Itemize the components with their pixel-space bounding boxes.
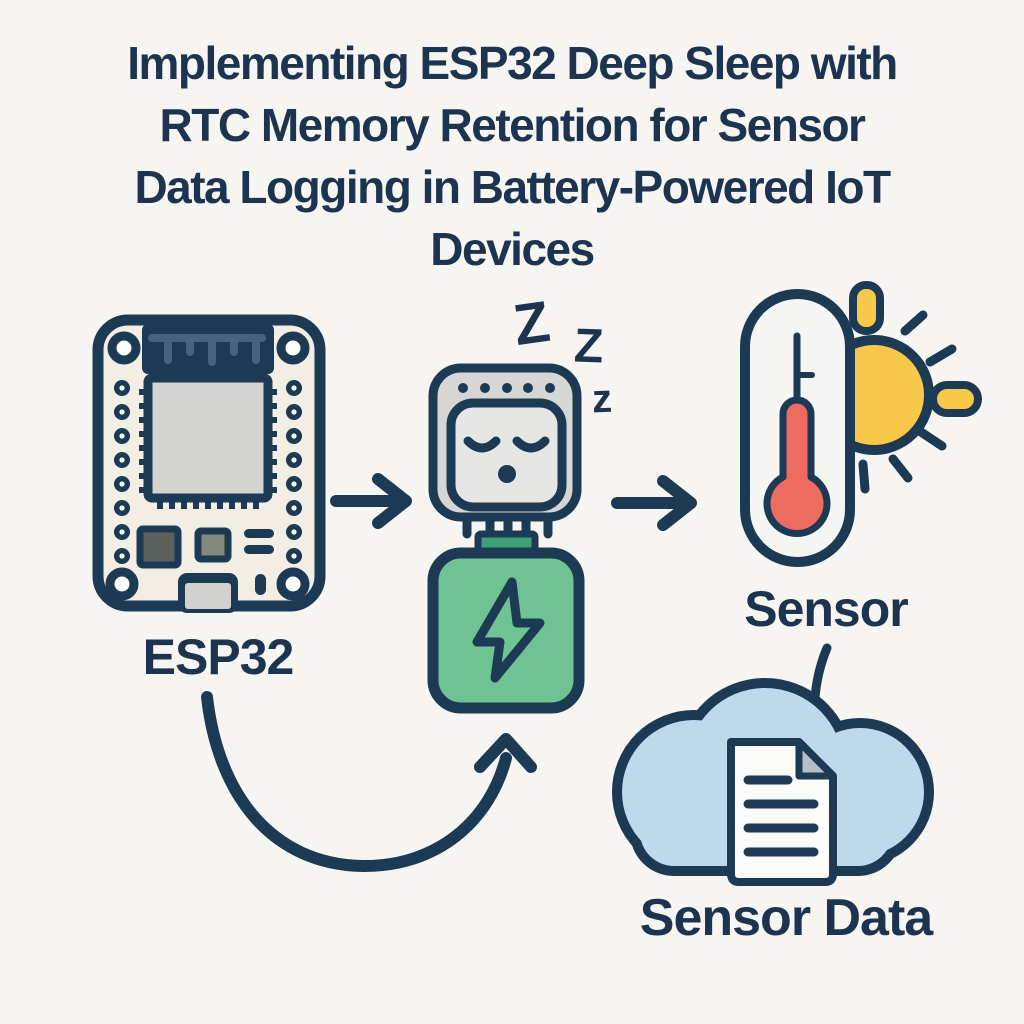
resistor-1 xyxy=(244,529,274,538)
pin-hole-centers xyxy=(119,385,297,559)
connector-line xyxy=(810,643,832,703)
resistor-2 xyxy=(244,545,274,554)
antenna-trace xyxy=(148,334,266,366)
thermometer-icon xyxy=(740,289,855,567)
chip-dots xyxy=(458,383,555,393)
document-icon xyxy=(727,738,837,886)
lightning-bolt-icon xyxy=(472,577,545,683)
title-line-1: Implementing ESP32 Deep Sleep with xyxy=(127,37,898,89)
arrowhead xyxy=(474,733,537,773)
diagram-title: Implementing ESP32 Deep Sleep with RTC M… xyxy=(0,32,1024,280)
esp32-board-icon xyxy=(92,314,326,613)
mounting-holes xyxy=(105,331,310,601)
closed-eyes xyxy=(463,436,550,453)
component-small xyxy=(194,527,232,563)
arrowhead xyxy=(372,473,412,529)
chip-face xyxy=(446,398,567,512)
sun-ray-lines xyxy=(858,310,957,494)
chip-pins xyxy=(139,389,277,509)
zzz-symbol-small: z xyxy=(591,376,613,422)
sensor-label: Sensor xyxy=(744,581,909,637)
sleeping-chip-icon xyxy=(428,363,582,545)
battery-icon xyxy=(427,530,585,714)
document-text-lines xyxy=(743,775,819,857)
usb-port-inner xyxy=(185,583,231,609)
flow-arrow-1-icon xyxy=(330,473,412,529)
mouth xyxy=(498,465,516,483)
chip-module xyxy=(143,373,273,503)
document-fold xyxy=(795,738,837,780)
battery-body xyxy=(427,547,585,714)
title-line-2: RTC Memory Retention for Sensor xyxy=(159,99,866,151)
component-large xyxy=(136,525,182,569)
arrowhead xyxy=(657,475,697,531)
esp32-label: ESP32 xyxy=(142,629,295,685)
title-line-4: Devices xyxy=(430,223,595,275)
flow-arrow-2-icon xyxy=(611,475,697,531)
zzz-symbol-medium: Z xyxy=(573,319,605,374)
sensor-data-label: Sensor Data xyxy=(639,889,933,947)
sun-ray-right xyxy=(929,381,982,417)
curved-return-arrow-icon xyxy=(201,691,537,873)
title-line-3: Data Logging in Battery-Powered IoT xyxy=(134,161,891,213)
sun-ray-top xyxy=(849,281,884,335)
led-pill xyxy=(255,574,266,595)
